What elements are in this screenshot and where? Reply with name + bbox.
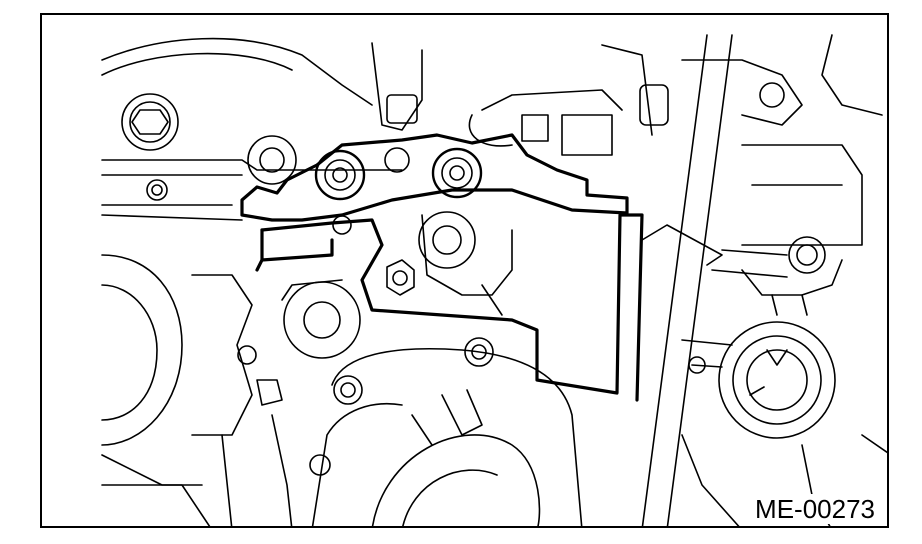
water-pump — [309, 337, 583, 526]
left-small-fittings — [146, 135, 297, 201]
idler-pulley — [281, 279, 361, 359]
figure-reference-code: ME-00273 — [753, 494, 877, 524]
top-right-assembly — [681, 34, 883, 246]
diagram-frame: ME-00273 — [40, 13, 889, 528]
dipstick-tube — [641, 34, 733, 526]
highlighted-bracket — [240, 133, 644, 402]
hex-bolt-upper-left — [121, 93, 179, 151]
bracket-bolts — [314, 147, 483, 235]
top-center-brackets — [371, 42, 669, 156]
center-pulley — [386, 211, 513, 316]
engine-illustration — [101, 34, 887, 526]
right-pulley — [681, 321, 836, 439]
tensioner-assembly — [711, 236, 843, 316]
upper-left-cover — [101, 37, 403, 221]
crank-pulley-left — [101, 254, 283, 486]
